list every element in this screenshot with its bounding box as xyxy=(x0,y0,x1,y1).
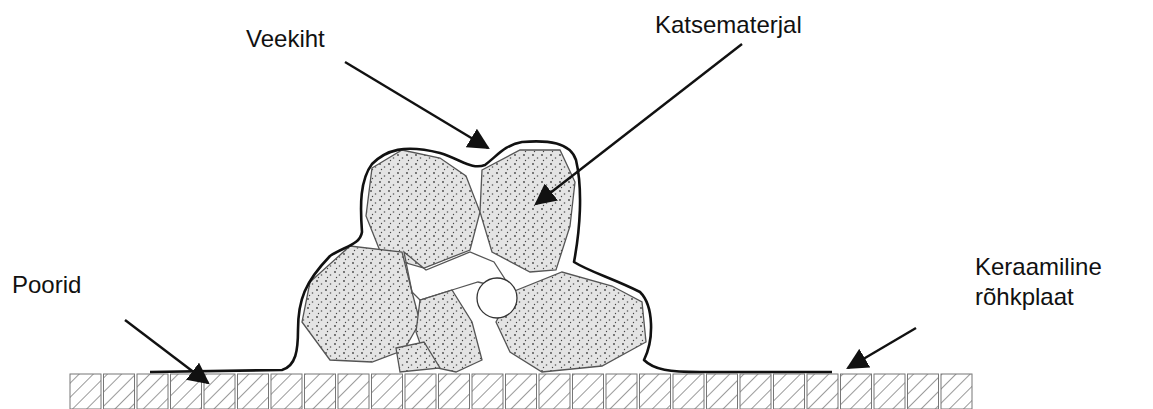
leader-line xyxy=(536,44,742,204)
plate-cell xyxy=(238,374,269,409)
plate-cell xyxy=(774,374,805,409)
plate-cell xyxy=(908,374,939,409)
test-material-grains xyxy=(302,150,646,372)
callout-label: Poorid xyxy=(12,270,81,300)
plate-cell xyxy=(472,374,503,409)
plate-cell xyxy=(539,374,570,409)
plate-cell xyxy=(606,374,637,409)
plate-cell xyxy=(338,374,369,409)
leader-line xyxy=(345,62,488,148)
grain xyxy=(496,272,646,372)
plate-cell xyxy=(707,374,738,409)
ceramic-plate xyxy=(70,374,972,409)
plate-cell xyxy=(372,374,403,409)
plate-cell xyxy=(137,374,168,409)
plate-cell xyxy=(573,374,604,409)
plate-cell xyxy=(204,374,235,409)
plate-cell xyxy=(171,374,202,409)
plate-cell xyxy=(305,374,336,409)
plate-cell xyxy=(874,374,905,409)
grain xyxy=(302,246,420,362)
plate-cell xyxy=(271,374,302,409)
plate-cell xyxy=(104,374,135,409)
plate-cell xyxy=(740,374,771,409)
water-film xyxy=(150,141,832,372)
plate-cell xyxy=(807,374,838,409)
plate-cell xyxy=(506,374,537,409)
plate-cell xyxy=(841,374,872,409)
plate-cell xyxy=(405,374,436,409)
plate-cell xyxy=(673,374,704,409)
plate-cell xyxy=(640,374,671,409)
plate-cell xyxy=(941,374,972,409)
leader-lines xyxy=(125,44,916,383)
pore-bubble xyxy=(477,278,517,318)
callout-label: Keraamiline rõhkplaat xyxy=(975,252,1125,312)
plate-cell xyxy=(70,374,101,409)
callout-label: Veekiht xyxy=(246,24,325,54)
leader-line xyxy=(848,328,916,368)
grain xyxy=(396,342,440,372)
plate-cell xyxy=(439,374,470,409)
leader-line xyxy=(125,320,208,383)
callout-label: Katsematerjal xyxy=(655,10,802,40)
grain xyxy=(480,150,575,272)
